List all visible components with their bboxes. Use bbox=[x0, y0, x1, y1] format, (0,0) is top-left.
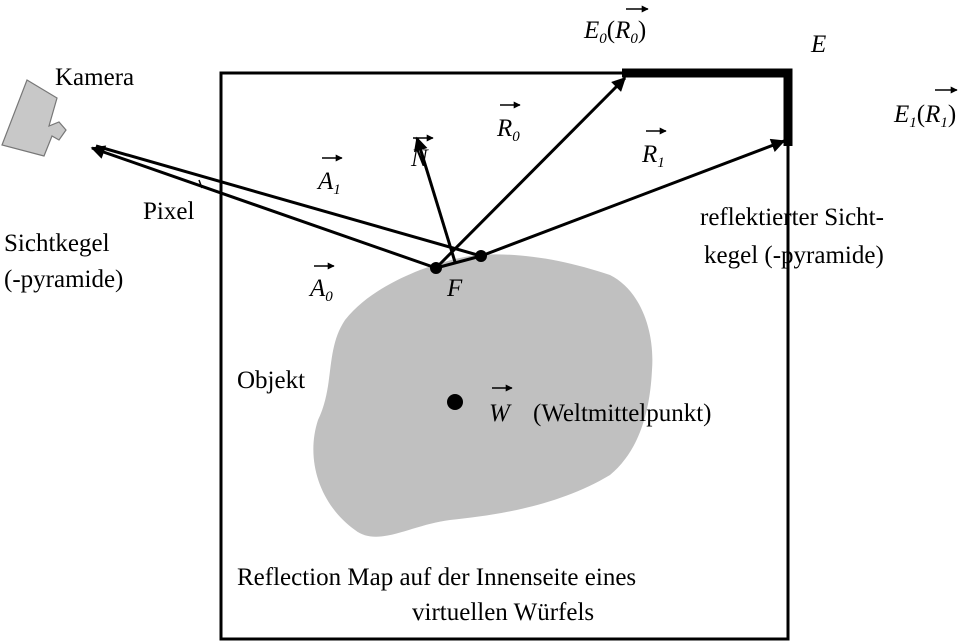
svg-text:A1: A1 bbox=[316, 168, 341, 198]
vector-label-w: W bbox=[489, 384, 513, 427]
svg-text:A0: A0 bbox=[308, 275, 333, 305]
vector-label-e1-r1: E1(R1) bbox=[893, 86, 958, 131]
surface-segment bbox=[435, 254, 482, 270]
vector-label-n: N bbox=[410, 134, 434, 172]
reflected-ray-r1 bbox=[480, 138, 786, 258]
virtual-cube-box bbox=[219, 71, 790, 641]
ray-a1 bbox=[95, 144, 482, 258]
svg-text:E1(R1): E1(R1) bbox=[893, 101, 956, 131]
vector-label-a0: A0 bbox=[308, 262, 335, 305]
environment-label-e: E bbox=[810, 31, 826, 58]
environment-patch-e bbox=[622, 68, 793, 146]
surface-point-label-f: F bbox=[446, 275, 463, 302]
view-cone-label-line2: (-pyramide) bbox=[4, 266, 123, 293]
svg-text:R0: R0 bbox=[496, 115, 520, 145]
vector-label-r0: R0 bbox=[496, 101, 521, 145]
world-center-point bbox=[447, 394, 463, 410]
vector-label-r1: R1 bbox=[641, 127, 667, 171]
camera-label: Kamera bbox=[55, 64, 134, 91]
reflected-cone-label-line2: kegel (-pyramide) bbox=[704, 242, 884, 269]
reflected-ray-r0 bbox=[434, 76, 627, 270]
surface-point-right bbox=[475, 250, 487, 262]
caption-line2: virtuellen Würfels bbox=[412, 599, 594, 626]
svg-text:E0(R0): E0(R0) bbox=[583, 17, 646, 47]
ray-a0 bbox=[90, 145, 437, 270]
world-center-label: (Weltmittelpunkt) bbox=[533, 400, 712, 427]
pixel-marker bbox=[198, 179, 203, 189]
object-label: Objekt bbox=[237, 367, 305, 394]
pixel-label: Pixel bbox=[143, 198, 194, 225]
svg-text:W: W bbox=[489, 400, 512, 427]
svg-text:R1: R1 bbox=[641, 141, 665, 171]
normal-vector-n bbox=[413, 136, 457, 263]
object-shape bbox=[313, 254, 653, 537]
vector-label-e0-r0: E0(R0) bbox=[583, 5, 649, 47]
reflected-cone-label-line1: reflektierter Sicht- bbox=[700, 204, 884, 231]
caption-line1: Reflection Map auf der Innenseite eines bbox=[237, 564, 636, 591]
surface-point-left bbox=[430, 262, 442, 274]
camera-icon bbox=[1, 79, 67, 157]
svg-text:N: N bbox=[410, 145, 429, 172]
view-cone-label-line1: Sichtkegel bbox=[4, 230, 110, 257]
vector-label-a1: A1 bbox=[316, 154, 343, 198]
